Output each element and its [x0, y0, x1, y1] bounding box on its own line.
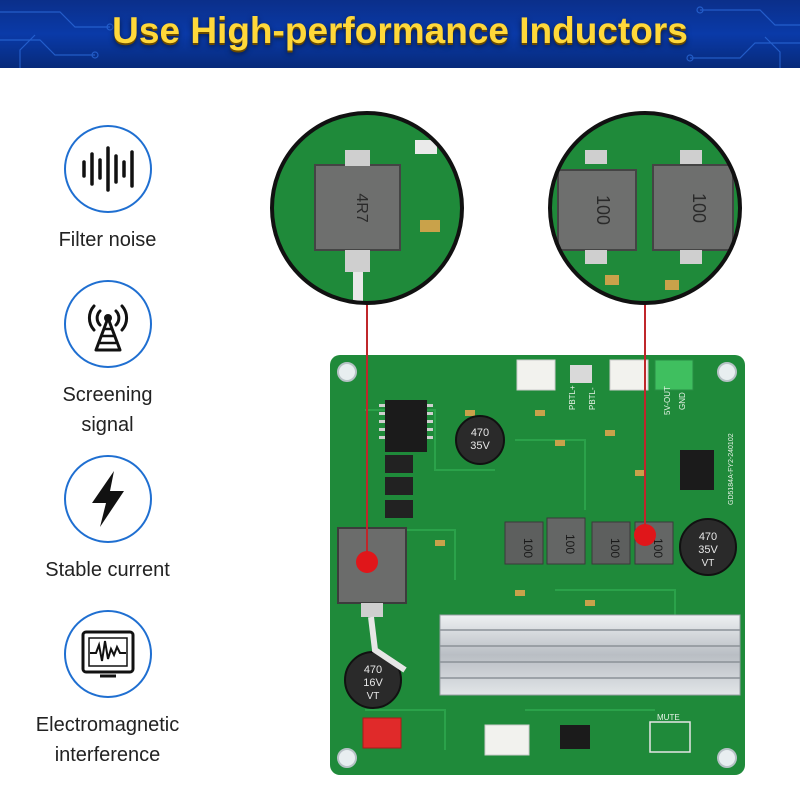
- aluminum-heatsink: [439, 614, 741, 696]
- zoom-magnifier-right: 100 100: [548, 111, 742, 305]
- capacitor-marking: 35V: [698, 544, 718, 556]
- feature-stable-current: Stable current: [20, 455, 195, 585]
- lightning-bolt-icon: [91, 471, 124, 527]
- inductor-marking: 100: [593, 195, 613, 225]
- connector-header: [516, 359, 694, 391]
- capacitor-marking: 470: [699, 531, 717, 543]
- zoom-magnifier-left: 4R7: [270, 111, 464, 305]
- page-title: Use High-performance Inductors: [112, 10, 688, 51]
- silk-label: GD5184A-FY2-240102: [728, 433, 735, 505]
- feature-label: Stable current: [45, 559, 170, 581]
- capacitor-marking: 470: [364, 664, 382, 676]
- feature-label-line: Screening: [62, 384, 153, 406]
- capacitor-marking: VT: [367, 691, 380, 702]
- inductor-marking: 4R7: [353, 193, 370, 222]
- feature-label-line: signal: [81, 414, 134, 436]
- title-banner: Use High-performance Inductors: [0, 0, 800, 68]
- signal-tower-icon: [87, 304, 128, 352]
- pcb-board-illustration: 470 35V 470 35V VT 470 16V VT 100 100 10…: [270, 111, 745, 775]
- inductor-marker: [356, 551, 378, 573]
- capacitor-marking: 470: [471, 427, 489, 439]
- feature-label: Filter noise: [58, 229, 157, 251]
- electrolytic-capacitor: 470 35V: [455, 415, 505, 465]
- oscilloscope-icon: [81, 630, 134, 678]
- capacitor-marking: 35V: [470, 440, 490, 452]
- feature-icon-circle: [63, 455, 152, 543]
- red-power-connector: [362, 717, 402, 749]
- inductor-marker: [634, 524, 656, 546]
- sound-wave-icon: [81, 146, 134, 192]
- feature-filter-noise: Filter noise: [20, 125, 195, 255]
- feature-label: Electromagnetic interference: [20, 710, 195, 770]
- circuit-pattern-background: [0, 6, 800, 68]
- inductor-marking: 100: [563, 534, 577, 554]
- inductor-marking: 100: [608, 538, 622, 558]
- electrolytic-capacitor: 470 35V VT: [679, 518, 737, 576]
- feature-label-line: Electromagnetic: [35, 714, 180, 736]
- feature-label-line: interference: [54, 744, 161, 766]
- silk-label: GND: [678, 392, 687, 410]
- capacitor-marking: 16V: [363, 677, 383, 689]
- feature-screening-signal: Screening signal: [20, 280, 195, 440]
- silk-label: 5V-OUT: [663, 386, 672, 415]
- ic-chip: [379, 400, 714, 749]
- feature-label: Screening signal: [20, 380, 195, 440]
- inductor-marking: 100: [521, 538, 535, 558]
- mute-jumper: [649, 721, 691, 753]
- silk-label: MUTE: [657, 713, 680, 722]
- silk-label: PBTL-: [588, 387, 597, 410]
- feature-icon-circle: [63, 125, 152, 213]
- feature-icon-circle: [63, 280, 152, 368]
- inductor-marking: 100: [689, 193, 709, 223]
- feature-electromagnetic-interference: Electromagnetic interference: [20, 610, 195, 770]
- feature-icon-circle: [63, 610, 152, 698]
- connector-header: [484, 724, 530, 756]
- silk-label: PBTL+: [568, 385, 577, 410]
- capacitor-marking: VT: [702, 558, 715, 569]
- pcb-board: 470 35V 470 35V VT 470 16V VT 100 100 10…: [330, 355, 745, 775]
- inductor-marking: 100: [651, 538, 665, 558]
